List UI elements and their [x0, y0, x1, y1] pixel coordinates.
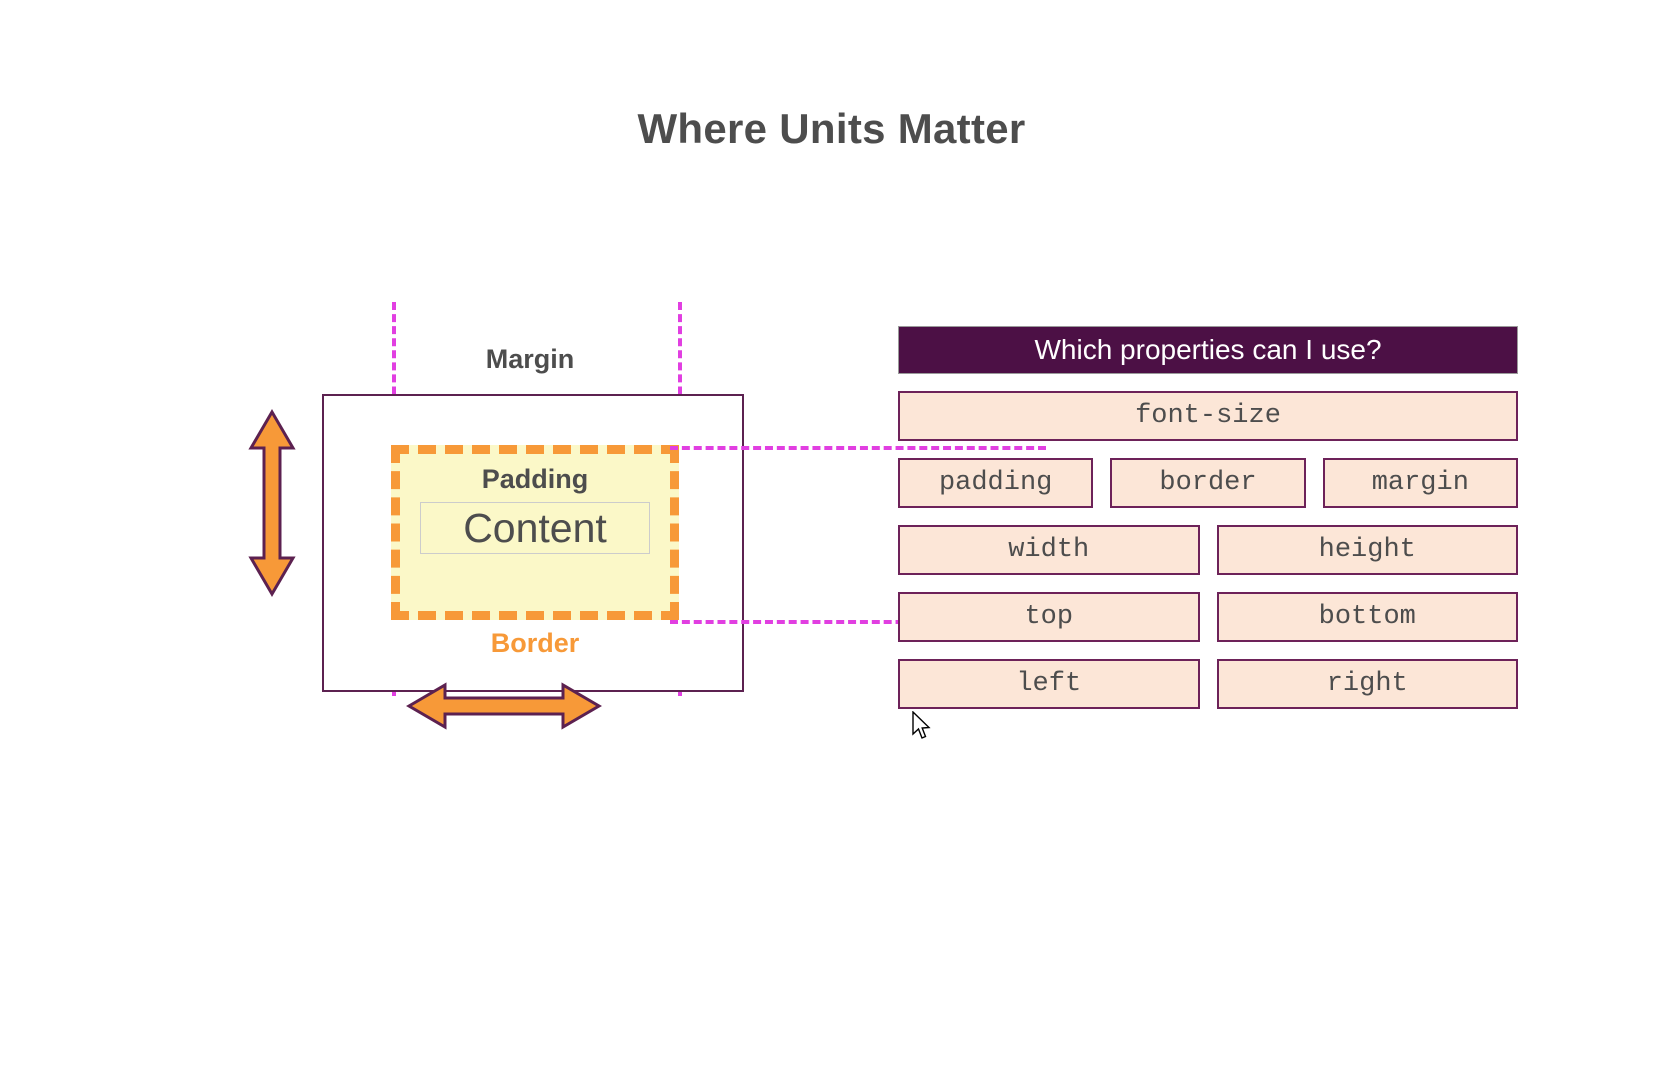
property-row: padding border margin: [898, 458, 1518, 508]
property-box-width[interactable]: width: [898, 525, 1200, 575]
border-label: Border: [490, 628, 580, 658]
padding-label: Padding: [481, 464, 589, 494]
page-title: Where Units Matter: [637, 105, 1026, 152]
property-box-height[interactable]: height: [1216, 525, 1518, 575]
property-box-font-size[interactable]: font-size: [898, 391, 1518, 441]
property-box-left[interactable]: left: [898, 659, 1200, 709]
guide-line-horizontal-top: [670, 446, 1046, 450]
property-box-bottom[interactable]: bottom: [1216, 592, 1518, 642]
properties-panel: Which properties can I use? font-size pa…: [898, 326, 1518, 709]
property-box-padding[interactable]: padding: [898, 458, 1094, 508]
box-model-diagram: Margin Padding Content Border: [230, 290, 1046, 750]
property-row: left right: [898, 659, 1518, 709]
margin-label: Margin: [485, 344, 575, 374]
property-box-top[interactable]: top: [898, 592, 1200, 642]
double-arrow-horizontal-icon: [406, 682, 602, 730]
property-row: top bottom: [898, 592, 1518, 642]
properties-panel-header: Which properties can I use?: [898, 326, 1518, 374]
property-box-border[interactable]: border: [1110, 458, 1306, 508]
property-row: width height: [898, 525, 1518, 575]
property-row: font-size: [898, 391, 1518, 441]
padding-box: [391, 445, 679, 620]
content-label: Content: [420, 502, 650, 555]
guide-line-horizontal-bottom: [670, 620, 1046, 624]
double-arrow-vertical-icon: [248, 409, 296, 597]
property-box-right[interactable]: right: [1216, 659, 1518, 709]
property-box-margin[interactable]: margin: [1322, 458, 1518, 508]
mouse-pointer-icon: [912, 711, 931, 739]
